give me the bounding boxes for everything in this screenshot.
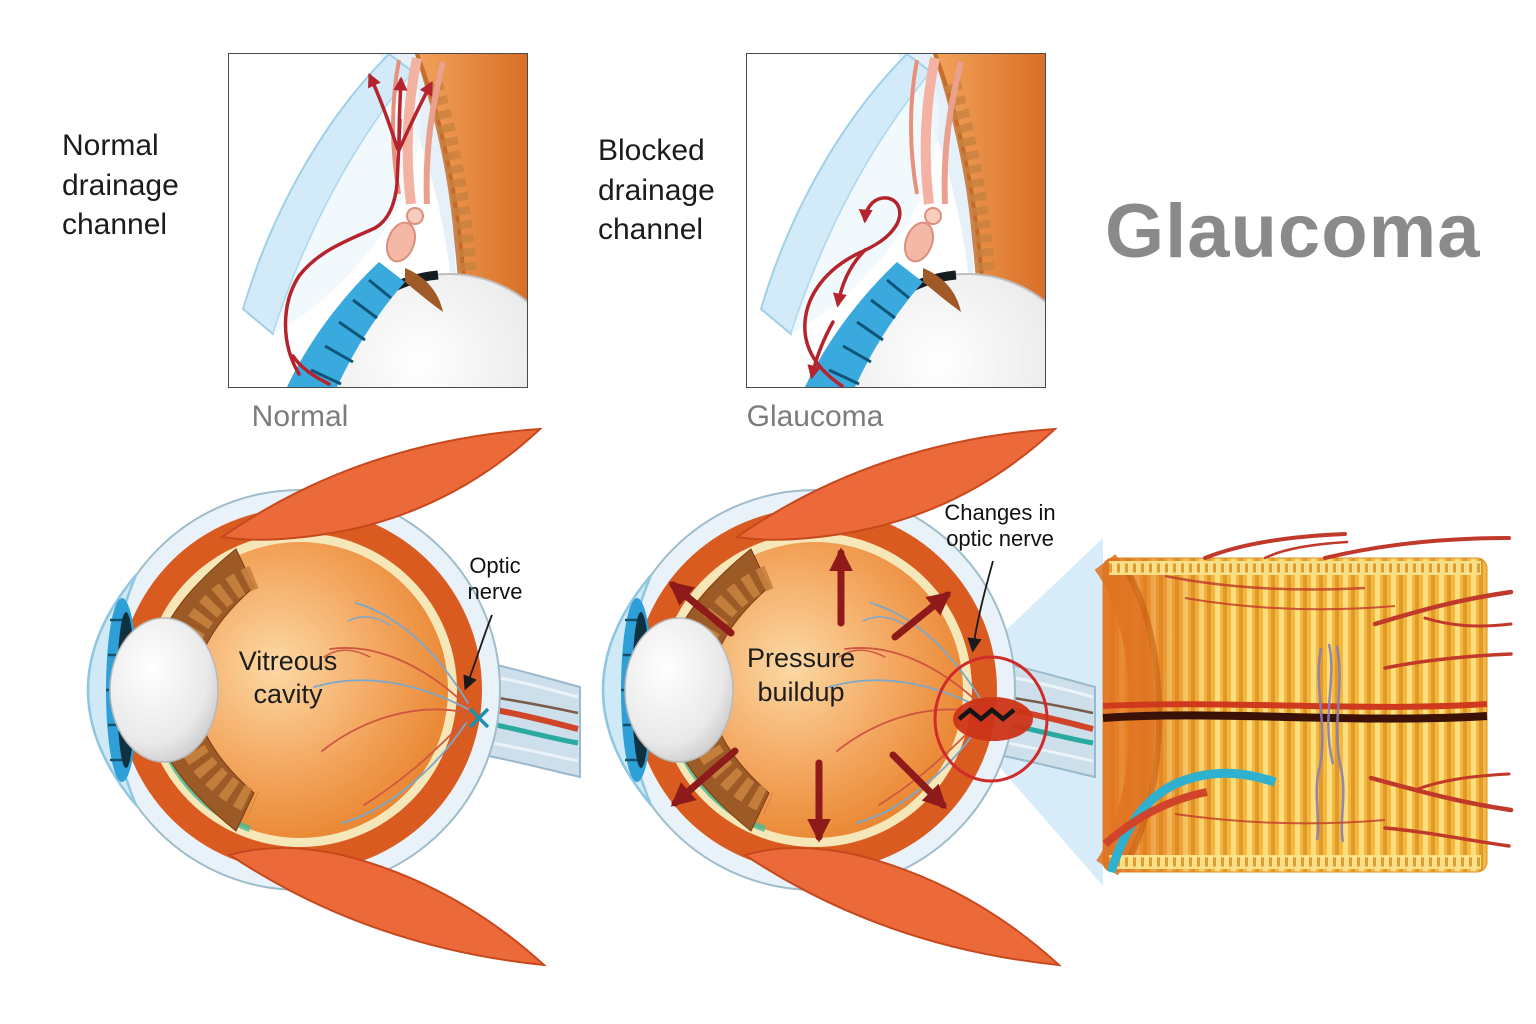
cyan-vein xyxy=(1106,768,1277,874)
caption-normal: Normal xyxy=(251,400,349,433)
optic-disc-mark xyxy=(468,707,490,729)
pressure-arrow-upper-right xyxy=(891,591,952,641)
normal-drainage-flow-arrows xyxy=(283,72,433,386)
pressure-arrow-upper-left xyxy=(668,581,735,637)
normal-drainage-label: Normal drainage channel xyxy=(62,129,179,242)
eye-normal-illustration: Vitreous cavity Optic nerve xyxy=(30,425,650,1010)
inset-blocked-drainage xyxy=(746,53,1046,388)
cupping-zigzag xyxy=(957,707,1016,722)
changes-optic-nerve-label-line2: optic nerve xyxy=(946,526,1054,551)
branching-red-vessels xyxy=(1203,532,1514,848)
optic-nerve-pointer-arrow xyxy=(463,614,493,691)
blocked-drainage-label: Blocked drainage channel xyxy=(598,134,715,247)
vitreous-cavity-label-line2: cavity xyxy=(253,679,323,709)
pressure-buildup-label-line2: buildup xyxy=(757,677,844,707)
pressure-arrows xyxy=(668,547,952,843)
optic-nerve-highlight-circle xyxy=(933,655,1049,783)
caption-glaucoma: Glaucoma xyxy=(746,400,884,433)
damaged-optic-disc xyxy=(953,697,1033,741)
optic-nerve-detail-panel xyxy=(1094,532,1514,876)
eye-glaucoma-illustration: Pressure buildup Changes in optic nerve xyxy=(545,425,1165,1010)
page-title: Glaucoma xyxy=(1105,189,1481,274)
optic-nerve-label-line1: Optic xyxy=(469,553,520,578)
fine-vessels xyxy=(1164,574,1396,825)
pressure-arrow-lower-right xyxy=(889,751,947,809)
changes-optic-nerve-label-line1: Changes in xyxy=(944,500,1055,525)
blocked-drainage-flow-arrows xyxy=(803,196,902,387)
vitreous-cavity-label-line1: Vitreous xyxy=(239,646,338,676)
changes-pointer-arrow xyxy=(967,560,994,653)
pressure-arrow-lower-left xyxy=(670,747,739,807)
central-retinal-vessel xyxy=(1102,711,1488,723)
optic-nerve-label-line2: nerve xyxy=(467,579,522,604)
pressure-buildup-label-line1: Pressure xyxy=(747,643,855,673)
purple-vessel-cluster xyxy=(1315,643,1345,843)
inset-normal-drainage xyxy=(228,53,528,388)
